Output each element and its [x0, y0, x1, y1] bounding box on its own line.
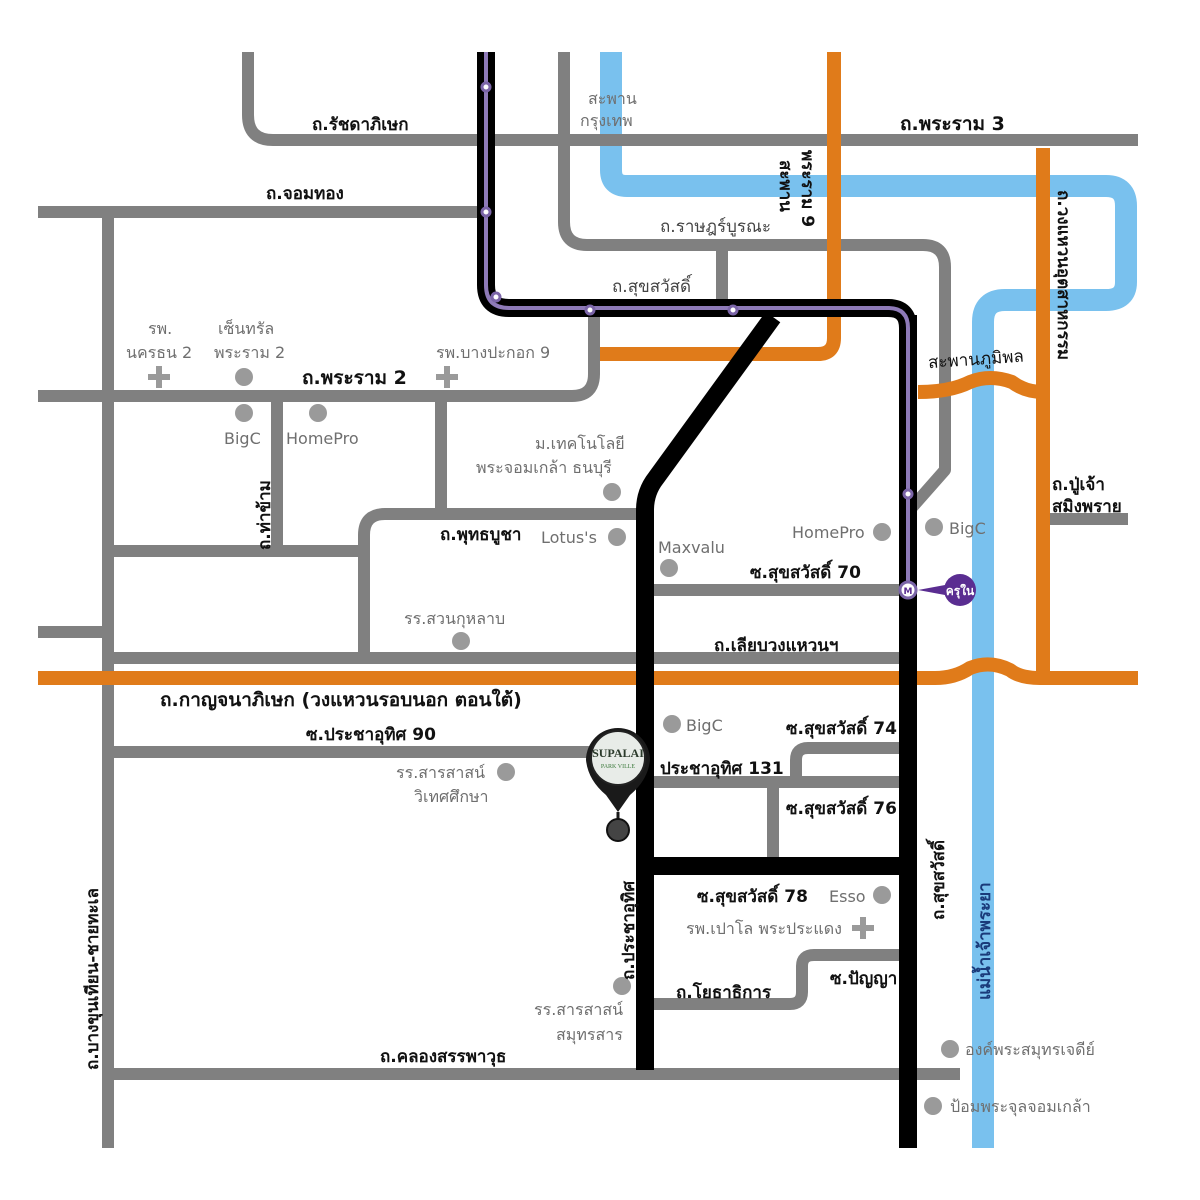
label-bangkhunthian: ถ.บางขุนเทียน-ชายทะเล: [82, 888, 103, 1070]
poi-homepro-dot: [309, 404, 327, 422]
poi-suankulab-dot: [452, 632, 470, 650]
station-krunai-label: ครุใน: [946, 583, 975, 599]
label-ratburana: ถ.ราษฎร์บูรณะ: [660, 217, 771, 237]
poi-bigc-dot: [925, 518, 943, 536]
poi-bigc-dot: [235, 404, 253, 422]
poi-esso-dot: [873, 886, 891, 904]
label-prachauthit-131: ประชาอุทิศ 131: [660, 759, 784, 779]
label-phra-samut-chedi: องค์พระสมุทรเจดีย์: [965, 1040, 1095, 1060]
label-river: แม่น้ำเจ้าพระยา: [971, 882, 995, 1000]
label-sarasas-witaed-2: วิเทศศึกษา: [414, 787, 489, 806]
road-soi-suksawat-74: [790, 742, 908, 782]
rail-station-dot: [584, 304, 596, 316]
label-industrial-ring: ถ.วงแหวนอุตสาหกรรม: [1053, 190, 1073, 360]
label-liap-wongwaen: ถ.เลียบวงแหวนฯ: [714, 635, 838, 656]
rail-station-dot: [902, 488, 914, 500]
label-sarasas-samut-1: รร.สารสาสน์: [534, 1000, 623, 1019]
poi-sarasas-dot: [613, 977, 631, 995]
label-central-2: พระราม 2: [214, 343, 285, 362]
label-rama2: ถ.พระราม 2: [302, 367, 407, 389]
project-brand: SUPALAI: [592, 746, 644, 760]
label-bigc-rama2: BigC: [224, 429, 261, 448]
road-prachauthit: [636, 311, 781, 1070]
label-puchao-line2: สมิงพราย: [1052, 497, 1122, 517]
rail-station-dot: [480, 81, 492, 93]
label-soi-panya: ซ.ปัญญา: [830, 969, 897, 989]
label-prachauthit: ถ.ประชาอุทิศ: [619, 880, 639, 980]
rail-station-dot: [727, 304, 739, 316]
label-puchao: ถ.ปู่เจ้า: [1052, 475, 1105, 496]
label-thakham: ถ.ท่าข้าม: [255, 480, 275, 550]
label-soi-suksawat-76: ซ.สุขสวัสดิ์ 76: [786, 795, 897, 819]
poi-homepro-dot: [873, 523, 891, 541]
poi-maxvalu-dot: [660, 559, 678, 577]
label-bigc-prachauthit: BigC: [686, 716, 723, 735]
poi-bigc-dot: [663, 715, 681, 733]
label-homepro-suksawat: HomePro: [792, 523, 865, 542]
label-suankulab: รร.สวนกุหลาบ: [404, 609, 505, 629]
poi-central-dot: [235, 368, 253, 386]
label-central-1: เซ็นทรัล: [218, 318, 274, 338]
label-krungthep-bridge-1: สะพาน: [588, 89, 637, 108]
label-rama9-bridge-1: สะพาน: [775, 160, 795, 212]
svg-text:M: M: [904, 587, 913, 597]
rail-station-dot: [480, 206, 492, 218]
bridge-bhumibol: [917, 371, 1044, 399]
label-sarasas-samut-2: สมุทรสาร: [556, 1025, 623, 1045]
label-ratchadaphisek: ถ.รัชดาภิเษก: [312, 115, 409, 135]
label-bangpakok: รพ.บางปะกอก 9: [436, 343, 550, 362]
expressway-kanchanaphisek: [38, 657, 1138, 685]
label-krungthep-bridge-2: กรุงเทพ: [580, 111, 633, 131]
hospital-icon: [436, 366, 458, 388]
project-subtitle: PARK VILLE: [601, 764, 636, 770]
station-krunai[interactable]: ครุใน M: [898, 574, 976, 606]
label-suksawat: ถ.สุขสวัสดิ์: [925, 838, 949, 920]
label-nakornthon-2: นครธน 2: [126, 343, 192, 362]
label-rama3: ถ.พระราม 3: [900, 113, 1005, 135]
poi-sarasas-dot: [497, 763, 515, 781]
poi-kmutt-dot: [603, 483, 621, 501]
project-pin-supalai-park-ville[interactable]: SUPALAI PARK VILLE: [586, 728, 650, 842]
label-chomthong: ถ.จอมทอง: [266, 184, 344, 204]
pin-anchor-icon: [606, 818, 630, 842]
label-kanchanaphisek: ถ.กาญจนาภิเษก (วงแหวนรอบนอก ตอนใต้): [160, 688, 522, 711]
label-khlong-sapphawut: ถ.คลองสรรพาวุธ: [380, 1047, 506, 1067]
label-bigc-east: BigC: [949, 519, 986, 538]
label-phra-chula-fort: ป้อมพระจุลจอมเกล้า: [950, 1097, 1091, 1117]
label-sarasas-witaed-1: รร.สารสาสน์: [396, 763, 485, 782]
label-kmutt-1: ม.เทคโนโลยี: [535, 434, 625, 453]
label-soi-suksawat-74: ซ.สุขสวัสดิ์ 74: [786, 715, 897, 739]
road-yothathikan: [645, 949, 908, 1010]
label-kmutt-2: พระจอมเกล้า ธนบุรี: [476, 458, 612, 478]
label-soi-suksawat-70: ซ.สุขสวัสดิ์ 70: [750, 559, 861, 583]
road-phutthabucha: [108, 508, 645, 658]
label-yothathikan: ถ.โยธาธิการ: [676, 982, 772, 1003]
label-lotus: Lotus's: [541, 528, 597, 547]
label-suksawat-top: ถ.สุขสวัสดิ์: [612, 274, 693, 297]
road-rama2: [38, 310, 600, 402]
expressway-rama9: [600, 52, 841, 361]
label-maxvalu: Maxvalu: [658, 538, 725, 557]
hospital-icon: [852, 917, 874, 939]
label-homepro-rama2: HomePro: [286, 429, 359, 448]
label-rama9-bridge-2: พระราม 9: [797, 150, 817, 227]
label-esso: Esso: [829, 887, 866, 906]
road-ratchadaphisek: [242, 52, 1138, 146]
label-soi-suksawat-78: ซ.สุขสวัสดิ์ 78: [697, 883, 808, 907]
road-ratburana: [558, 52, 951, 516]
train-icon: [898, 580, 918, 600]
poi-chedi-dot: [941, 1040, 959, 1058]
label-soi-prachauthit-90: ซ.ประชาอุทิศ 90: [306, 725, 436, 745]
station-bubble: [944, 574, 976, 606]
poi-fort-dot: [924, 1097, 942, 1115]
label-nakornthon-1: รพ.: [148, 319, 172, 338]
label-paolo: รพ.เปาโล พระประแดง: [686, 919, 842, 938]
purple-line: [484, 52, 910, 590]
rail-station-dot: [490, 291, 502, 303]
label-phutthabucha: ถ.พุทธบูชา: [440, 525, 521, 546]
hospital-icon: [148, 366, 170, 388]
poi-lotus-dot: [608, 528, 626, 546]
chao-phraya-river: [600, 52, 1137, 1148]
